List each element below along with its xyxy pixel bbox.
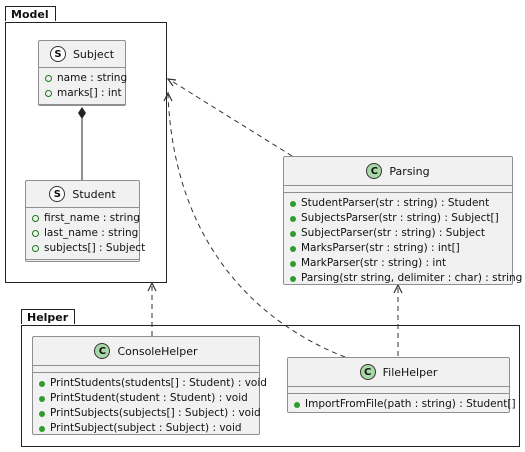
class-name: ConsoleHelper — [117, 344, 198, 358]
public-method-icon — [290, 245, 296, 252]
class-consolehelper[interactable]: C ConsoleHelper PrintStudents(students[]… — [32, 336, 267, 435]
public-method-icon — [290, 200, 296, 207]
class-name: Subject — [72, 47, 115, 61]
class-name: Student — [72, 187, 116, 201]
class-methods: StudentParser(str : string) : Student Su… — [284, 193, 522, 289]
edge-filehelper-model — [167, 94, 346, 358]
method-row: MarksParser(str : string) : int[] — [290, 241, 512, 256]
field-row: name : string — [45, 71, 127, 86]
class-subject[interactable]: S Subject name : string marks[] : int — [38, 40, 127, 106]
method-row: Parsing(str string, delimiter : char) : … — [290, 271, 522, 286]
class-methods-empty — [39, 105, 125, 111]
edge-parsing-model — [169, 79, 293, 157]
public-field-icon — [32, 230, 39, 237]
method-row: PrintSubjects(subjects[] : Subject) : vo… — [39, 406, 261, 421]
class-parsing[interactable]: C Parsing StudentParser(str : string) : … — [283, 156, 522, 285]
package-tab-helper: Helper — [21, 309, 76, 324]
composition-diamond-icon — [78, 107, 86, 119]
public-method-icon — [290, 215, 296, 222]
public-method-icon — [290, 275, 296, 282]
public-method-icon — [290, 230, 296, 237]
method-row: PrintStudents(students[] : Student) : vo… — [39, 376, 267, 391]
package-label-model: Model — [11, 8, 49, 21]
package-label-helper: Helper — [27, 311, 69, 324]
public-method-icon — [294, 401, 300, 408]
method-row: ImportFromFile(path : string) : Student[… — [294, 397, 516, 412]
class-fields: name : string marks[] : int — [39, 68, 127, 104]
public-field-icon — [32, 215, 39, 222]
class-methods: ImportFromFile(path : string) : Student[… — [288, 394, 516, 415]
class-filehelper[interactable]: C FileHelper ImportFromFile(path : strin… — [287, 357, 516, 415]
field-row: first_name : string — [32, 211, 140, 226]
struct-badge-icon: S — [49, 46, 66, 62]
public-method-icon — [39, 425, 45, 432]
class-badge-icon: C — [366, 163, 383, 179]
class-methods-empty — [26, 260, 139, 266]
class-badge-icon: C — [359, 364, 376, 380]
class-name: Parsing — [389, 164, 430, 178]
method-row: MarkParser(str : string) : int — [290, 256, 512, 271]
arrowhead-parsing-model-icon — [166, 78, 177, 87]
public-method-icon — [39, 395, 45, 402]
method-row: SubjectsParser(str : string) : Subject[] — [290, 211, 512, 226]
arrowhead-filehelper-parsing-icon — [393, 283, 403, 294]
field-row: last_name : string — [32, 226, 139, 241]
public-field-icon — [45, 75, 52, 82]
class-badge-icon: C — [94, 343, 111, 359]
arrowhead-consolehelper-model-icon — [147, 281, 157, 292]
method-row: PrintSubject(subject : Subject) : void — [39, 421, 259, 436]
class-header: S Student — [26, 181, 139, 207]
public-field-icon — [32, 245, 39, 252]
field-row: subjects[] : Subject — [32, 241, 145, 256]
field-row: marks[] : int — [45, 86, 125, 101]
class-methods: PrintStudents(students[] : Student) : vo… — [33, 373, 267, 439]
struct-badge-icon: S — [49, 186, 66, 202]
public-field-icon — [45, 90, 52, 97]
class-name: FileHelper — [382, 365, 438, 379]
class-header: C Parsing — [284, 157, 512, 185]
class-header: C ConsoleHelper — [33, 337, 259, 365]
class-header: C FileHelper — [288, 358, 509, 386]
public-method-icon — [39, 410, 45, 417]
method-row: PrintStudent(student : Student) : void — [39, 391, 259, 406]
method-row: SubjectParser(str : string) : Subject — [290, 226, 512, 241]
package-tab-model: Model — [5, 6, 56, 21]
arrowhead-filehelper-model-icon — [163, 91, 173, 102]
class-header: S Subject — [39, 41, 125, 67]
class-student[interactable]: S Student first_name : string last_name … — [25, 180, 145, 262]
public-method-icon — [290, 260, 296, 267]
class-fields: first_name : string last_name : string s… — [26, 208, 145, 259]
method-row: StudentParser(str : string) : Student — [290, 196, 512, 211]
public-method-icon — [39, 380, 45, 387]
